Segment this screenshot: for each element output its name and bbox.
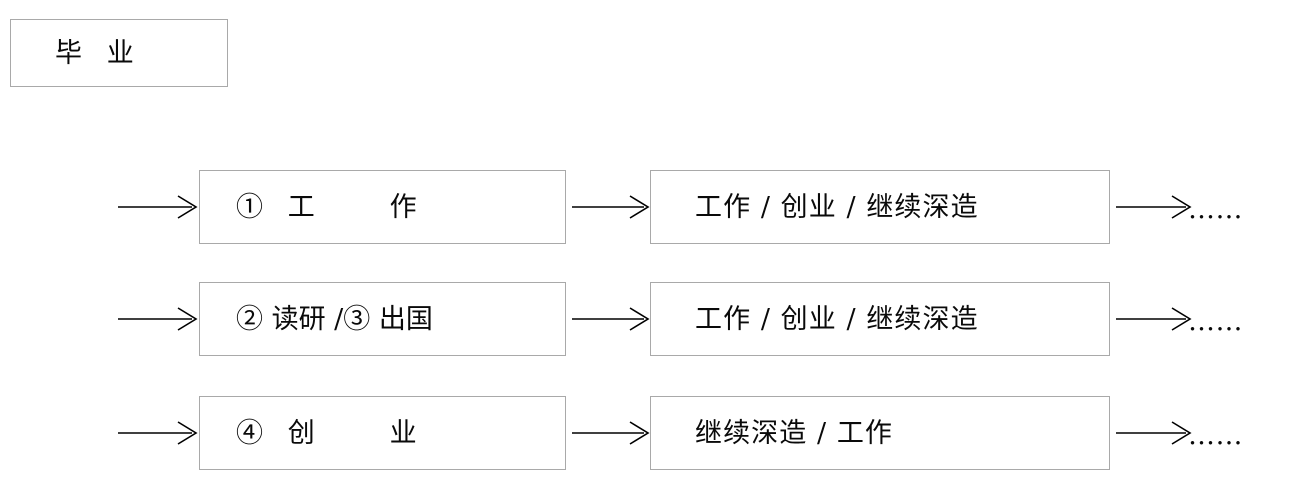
ellipsis-row2: ……	[1188, 306, 1244, 337]
node-stage1-row2-label: ② 读研 /③ 出国	[236, 303, 433, 335]
arrow-stage2-to-ellipsis-row1	[1114, 194, 1194, 220]
arrow-stage1-to-stage2-row3	[570, 420, 652, 446]
node-stage1-row2: ② 读研 /③ 出国	[199, 282, 566, 356]
arrow-stage1-to-stage2-row2	[570, 306, 652, 332]
node-stage2-row1: 工作 / 创业 / 继续深造	[650, 170, 1110, 244]
node-stage2-row2-label: 工作 / 创业 / 继续深造	[695, 303, 979, 335]
node-stage2-row3: 继续深造 / 工作	[650, 396, 1110, 470]
ellipsis-row1: ……	[1188, 194, 1244, 225]
node-stage1-row3: ④ 创 业	[199, 396, 566, 470]
node-graduation: 毕 业	[10, 19, 228, 87]
node-graduation-label: 毕 业	[55, 37, 142, 69]
arrow-into-stage1-row2	[116, 306, 200, 332]
node-stage2-row1-label: 工作 / 创业 / 继续深造	[695, 191, 979, 223]
node-stage2-row3-label: 继续深造 / 工作	[695, 417, 893, 449]
arrow-stage2-to-ellipsis-row3	[1114, 420, 1194, 446]
arrow-into-stage1-row1	[116, 194, 200, 220]
node-stage1-row3-label: ④ 创 业	[236, 417, 425, 449]
arrow-stage1-to-stage2-row1	[570, 194, 652, 220]
arrow-into-stage1-row3	[116, 420, 200, 446]
node-stage1-row1: ① 工 作	[199, 170, 566, 244]
node-stage1-row1-label: ① 工 作	[236, 191, 425, 223]
node-stage2-row2: 工作 / 创业 / 继续深造	[650, 282, 1110, 356]
ellipsis-row3: ……	[1188, 420, 1244, 451]
arrow-stage2-to-ellipsis-row2	[1114, 306, 1194, 332]
